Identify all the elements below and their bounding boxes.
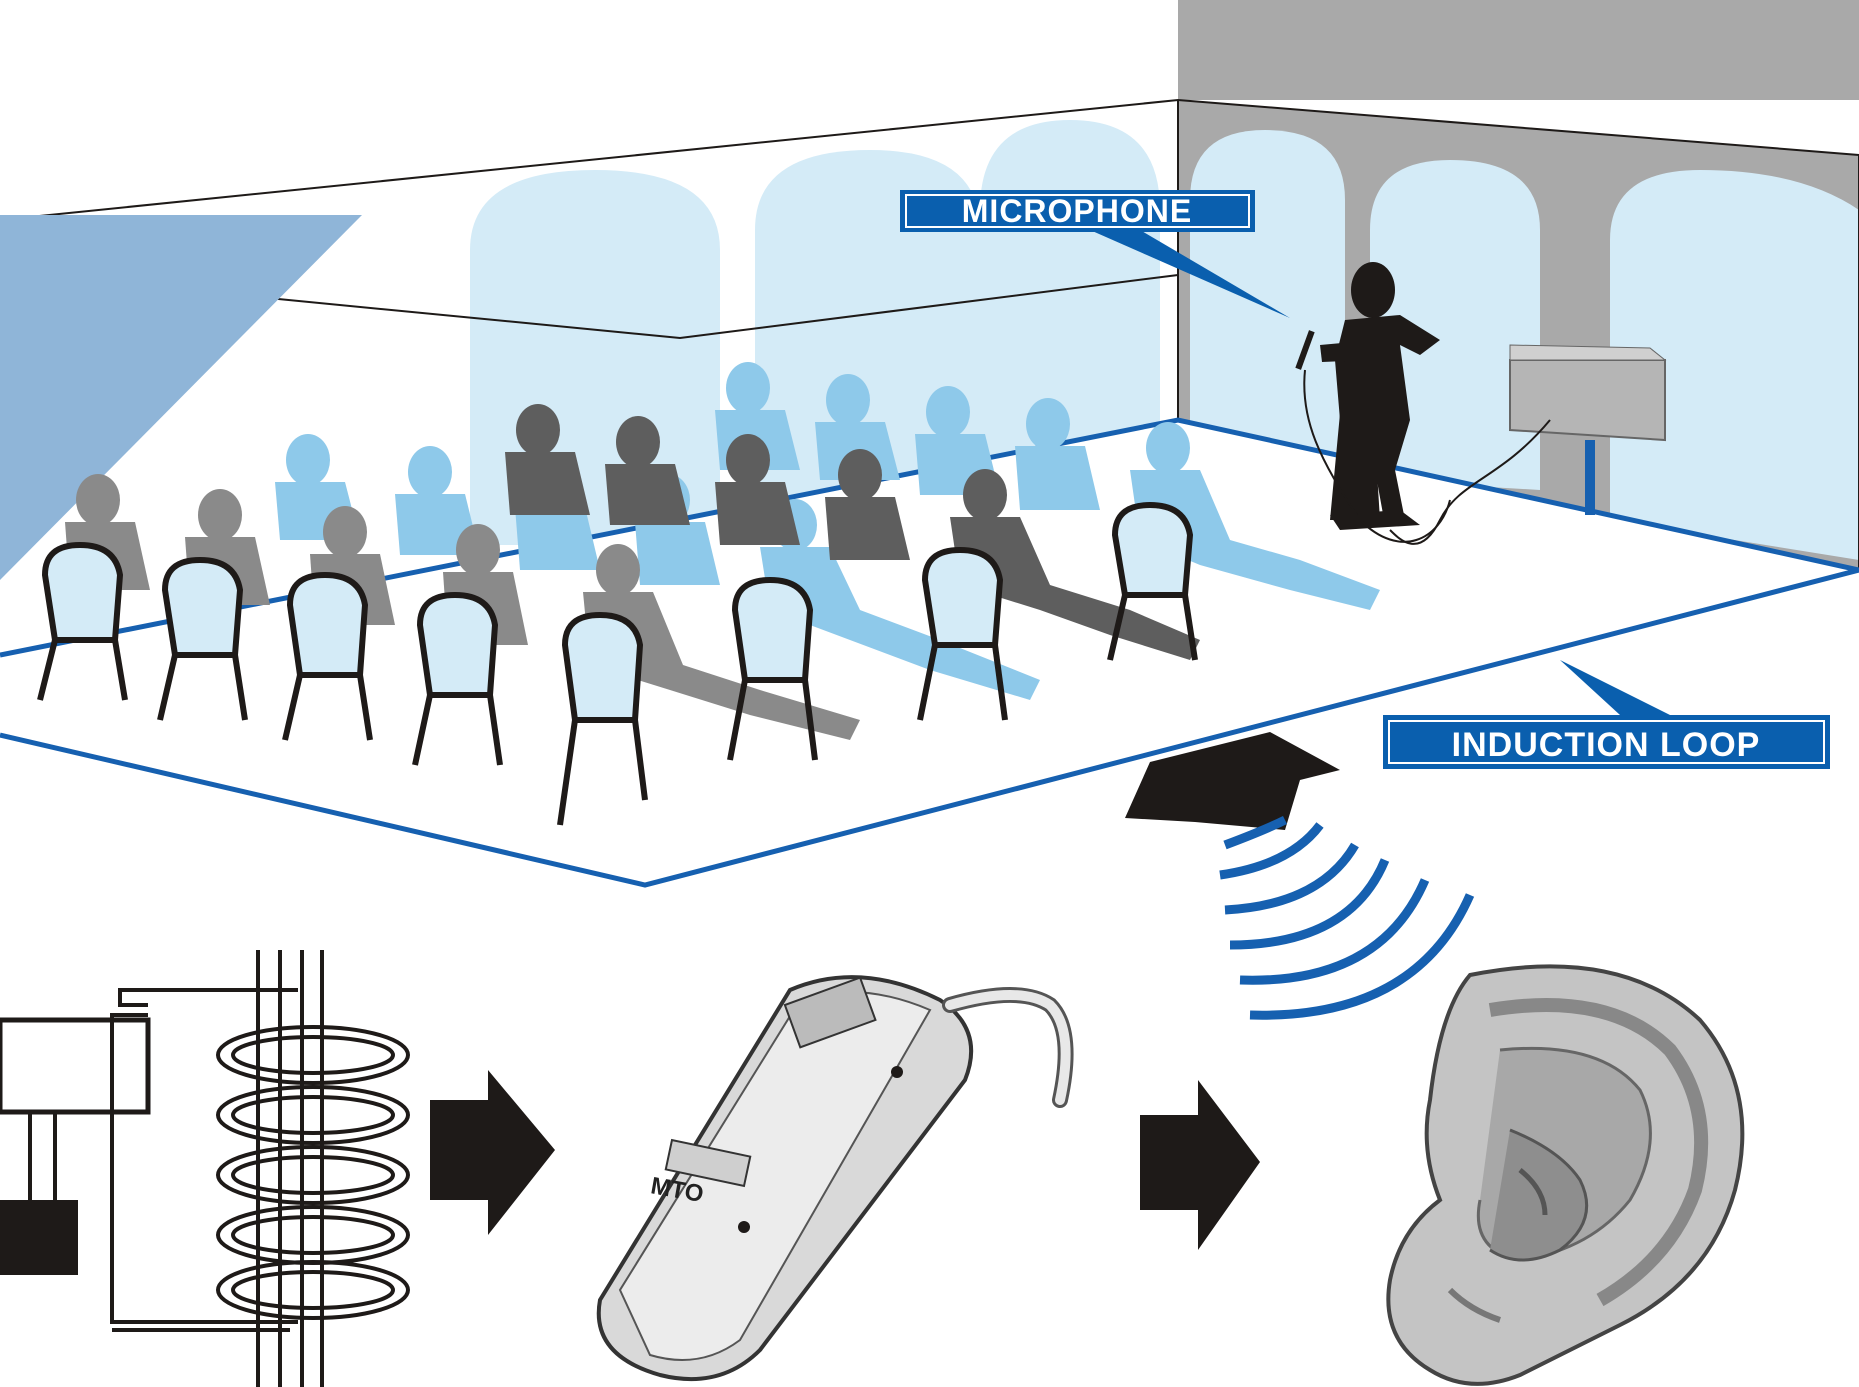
audience (37, 362, 1380, 826)
ear-illustration (1386, 964, 1745, 1386)
induction-loop-label: INDUCTION LOOP (1452, 726, 1761, 764)
coil (216, 950, 410, 1387)
amplifier-box (1389, 344, 1667, 545)
induction-loop-callout: INDUCTION LOOP (1383, 660, 1830, 769)
arrow-to-hearing-aid (430, 1070, 555, 1235)
arrow-to-ear (1140, 1080, 1260, 1250)
magnetic-field-waves (1219, 815, 1475, 1020)
microphone-callout: MICROPHONE (900, 190, 1290, 318)
microphone-label: MICROPHONE (962, 193, 1192, 229)
speaker-at-podium (1295, 262, 1451, 543)
downward-arrow (1125, 732, 1340, 830)
hearing-aid: MTO (596, 975, 1074, 1382)
loop-amplifier-schematic (0, 950, 410, 1387)
